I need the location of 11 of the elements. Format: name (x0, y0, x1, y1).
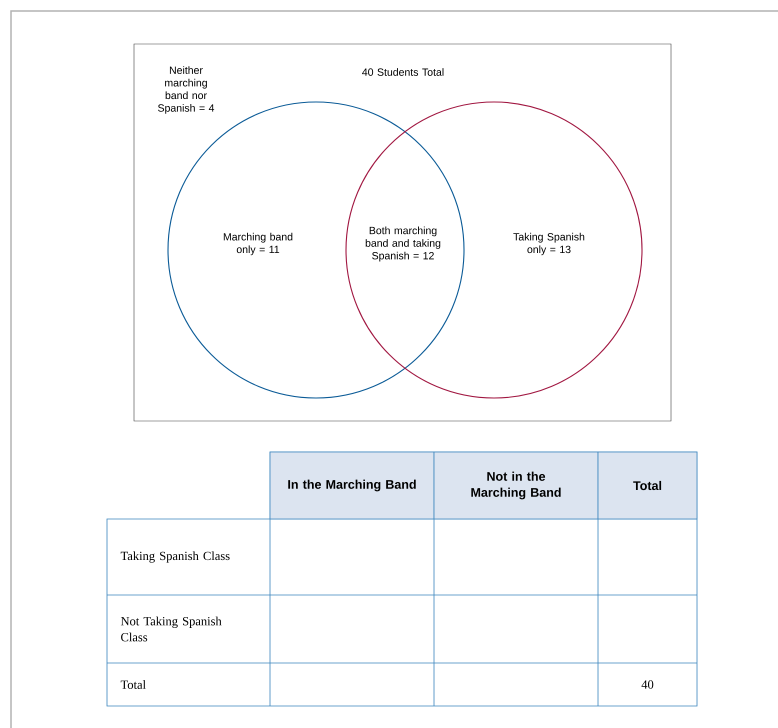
row-header: Total (120, 680, 146, 689)
table-cell: 40 (642, 680, 654, 689)
region-label: 40 Students Total (362, 68, 444, 76)
header-cell: Not in the Marching Band (434, 452, 598, 520)
row-header: Taking Spanish Class (120, 551, 230, 563)
region-label: Both marching band and taking Spanish = 12 (366, 226, 440, 262)
region-label: Neither marching band nor Spanish = 4 (158, 66, 214, 114)
venn-frame (134, 44, 672, 422)
header-cell: Total (598, 452, 698, 520)
row-header: Not Taking Spanish Class (120, 616, 222, 642)
header-cell: In the Marching Band (270, 452, 434, 520)
